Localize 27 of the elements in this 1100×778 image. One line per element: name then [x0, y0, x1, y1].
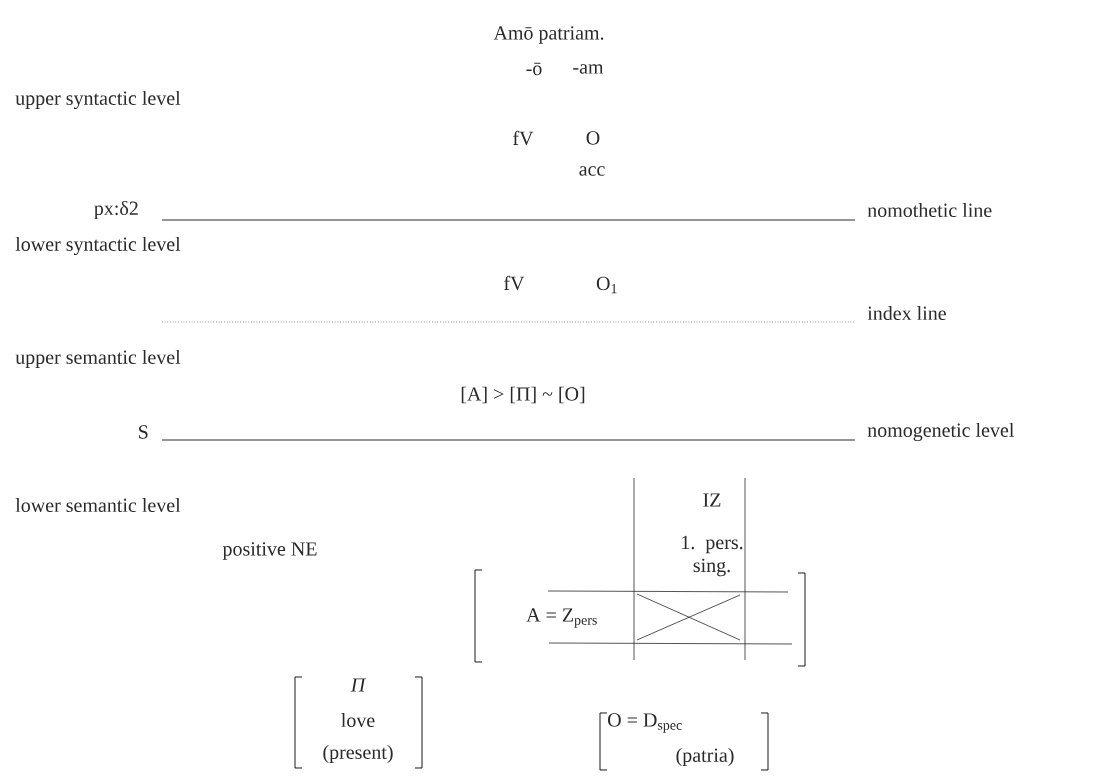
case-text: acc: [579, 166, 605, 176]
level-label: upper syntactic level: [15, 90, 181, 110]
level-label: upper semantic level: [15, 349, 181, 369]
formula-text: [A] > [Π] ~ [O]: [461, 386, 585, 404]
gloss-text: (present): [323, 744, 393, 764]
level-label: lower syntactic level: [15, 236, 181, 256]
gloss-text: love: [341, 712, 375, 727]
formula-text: A = Z$_{pers}$: [526, 608, 597, 628]
symbol-text: O: [586, 131, 600, 145]
formula-text: O = D$_{spec}$: [608, 713, 682, 733]
symbol-text: O$_{1}$: [596, 276, 617, 294]
line-label: nomogenetic level: [867, 422, 1014, 442]
line-label: index line: [867, 305, 946, 321]
level-label: positive NE: [222, 542, 317, 560]
line-label: nomothetic line: [867, 202, 992, 218]
table-heading: 1. pers. sing.: [682, 535, 743, 577]
table-heading: IZ: [703, 493, 721, 507]
line-label: px:δ2: [94, 200, 138, 220]
symbol-text: fV: [504, 275, 525, 291]
sentence-text: Amō patriam.: [493, 26, 604, 44]
level-label: lower semantic level: [15, 497, 181, 512]
symbol-text: Π: [350, 678, 367, 692]
ending-text: -am: [573, 64, 604, 74]
symbol-text: fV: [513, 130, 534, 146]
gloss-text: (patria): [676, 747, 734, 767]
line-label: S: [139, 425, 148, 439]
ending-text: -ō: [526, 62, 542, 76]
